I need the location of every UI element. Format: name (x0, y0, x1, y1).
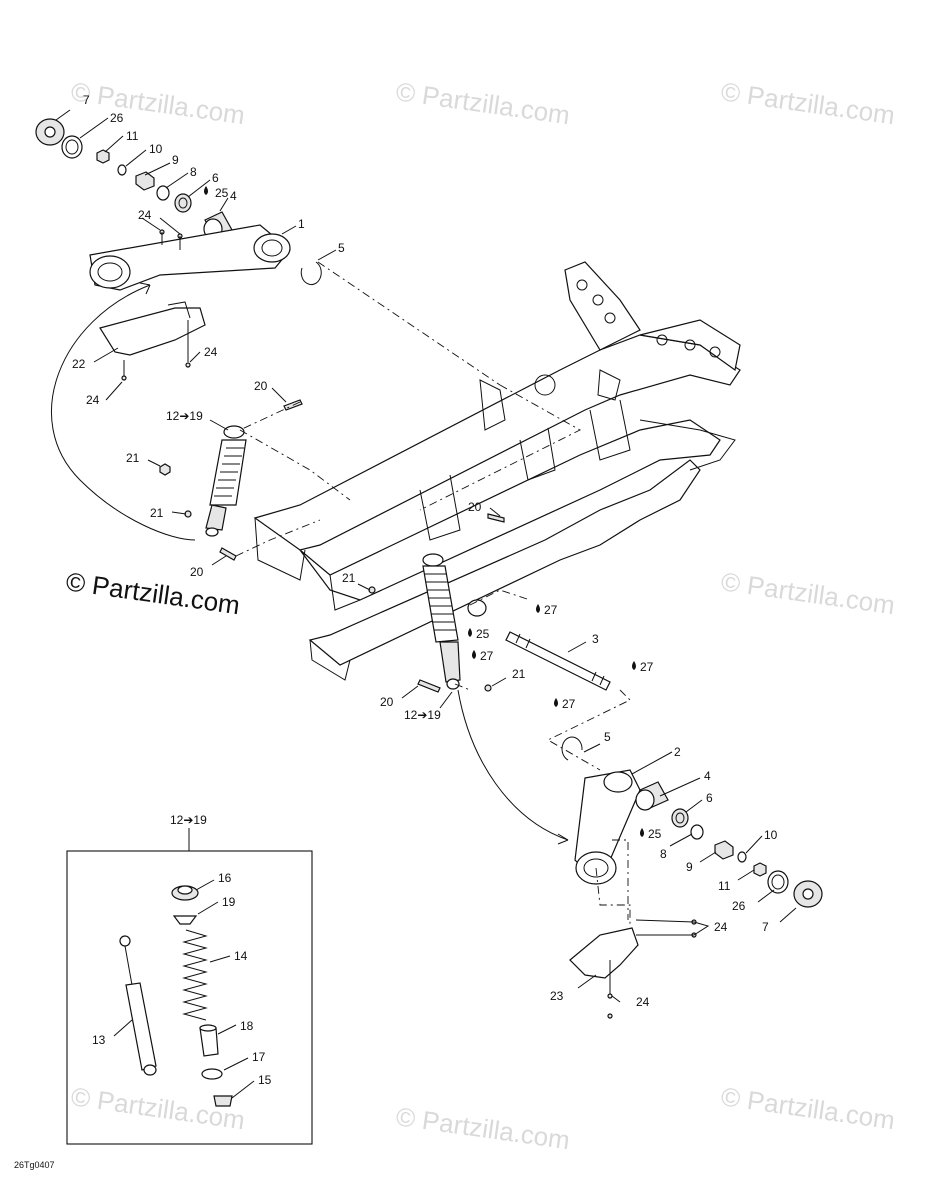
callout-15: 15 (258, 1073, 272, 1087)
callout-7: 7 (762, 920, 769, 934)
callout-5: 5 (604, 730, 611, 744)
callout-10: 10 (764, 828, 778, 842)
callout-25: 25 (648, 827, 662, 841)
callout-10: 10 (149, 142, 163, 156)
inset-header: 12➔19 (170, 813, 207, 827)
callout-24: 24 (86, 393, 100, 407)
callout-18: 18 (240, 1019, 254, 1033)
watermark: © Partzilla.com (719, 76, 897, 130)
callout-25: 25 (215, 186, 229, 200)
callout-3: 3 (592, 632, 599, 646)
callout-21: 21 (342, 571, 356, 585)
callout-4: 4 (704, 769, 711, 783)
callout-12-19: 12➔19 (166, 409, 203, 423)
callout-27: 27 (562, 697, 576, 711)
watermark: © Partzilla.com (69, 76, 247, 130)
callout-25: 25 (476, 627, 490, 641)
callout-20: 20 (468, 500, 482, 514)
callout-26: 26 (732, 899, 746, 913)
callout-1: 1 (298, 217, 305, 231)
callout-24: 24 (714, 920, 728, 934)
partzilla-watermark: © Partzilla.com (64, 566, 242, 620)
lubricant-drop-icon (640, 828, 644, 837)
callout-20: 20 (190, 565, 204, 579)
callout-11: 11 (718, 879, 731, 893)
left-trailing-arm-assembly (35, 109, 581, 541)
right-trailing-arm-assembly (561, 736, 823, 1019)
callout-27: 27 (544, 603, 558, 617)
callout-19: 19 (222, 895, 236, 909)
callout-26: 26 (110, 111, 124, 125)
callout-6: 6 (706, 791, 713, 805)
lubricant-drop-icon (468, 628, 472, 637)
callout-24: 24 (636, 995, 650, 1009)
callout-22: 22 (72, 357, 86, 371)
callout-12-19: 12➔19 (404, 708, 441, 722)
callout-9: 9 (172, 153, 179, 167)
lubricant-drop-icon (472, 650, 476, 659)
callout-24: 24 (138, 208, 152, 222)
watermark: © Partzilla.com (394, 1101, 572, 1155)
callout-20: 20 (380, 695, 394, 709)
callout-17: 17 (252, 1050, 266, 1064)
callout-14: 14 (234, 949, 248, 963)
lubricant-drop-icon (554, 698, 558, 707)
callout-24: 24 (204, 345, 218, 359)
callout-27: 27 (480, 649, 494, 663)
vehicle-frame (253, 261, 741, 681)
callout-5: 5 (338, 241, 345, 255)
left-shock-absorber (147, 387, 351, 566)
callout-7: 7 (83, 93, 90, 107)
callout-8: 8 (660, 847, 667, 861)
callout-labels: 7 26 11 10 9 8 6 25 4 24 1 5 22 24 24 20… (72, 93, 778, 1087)
callout-13: 13 (92, 1033, 106, 1047)
shock-breakdown-inset (66, 828, 313, 1145)
callout-27: 27 (640, 660, 654, 674)
callout-9: 9 (686, 860, 693, 874)
right-shock-and-pivot-shaft (357, 507, 631, 845)
watermark: © Partzilla.com (69, 1081, 247, 1135)
callout-16: 16 (218, 871, 232, 885)
callout-23: 23 (550, 989, 564, 1003)
lubricant-drop-icon (536, 604, 540, 613)
callout-6: 6 (212, 171, 219, 185)
callout-4: 4 (230, 189, 237, 203)
callout-11: 11 (126, 129, 139, 143)
watermark: © Partzilla.com (719, 566, 897, 620)
callout-21: 21 (126, 451, 140, 465)
callout-8: 8 (190, 165, 197, 179)
diagram-code: 26Tg0407 (14, 1160, 55, 1170)
lubricant-drop-icon (632, 661, 636, 670)
lubricant-icons (204, 186, 644, 837)
callout-21: 21 (150, 506, 164, 520)
lubricant-drop-icon (204, 186, 208, 195)
watermark: © Partzilla.com (394, 76, 572, 130)
watermark: © Partzilla.com (719, 1081, 897, 1135)
callout-2: 2 (674, 745, 681, 759)
callout-20: 20 (254, 379, 268, 393)
callout-21: 21 (512, 667, 526, 681)
